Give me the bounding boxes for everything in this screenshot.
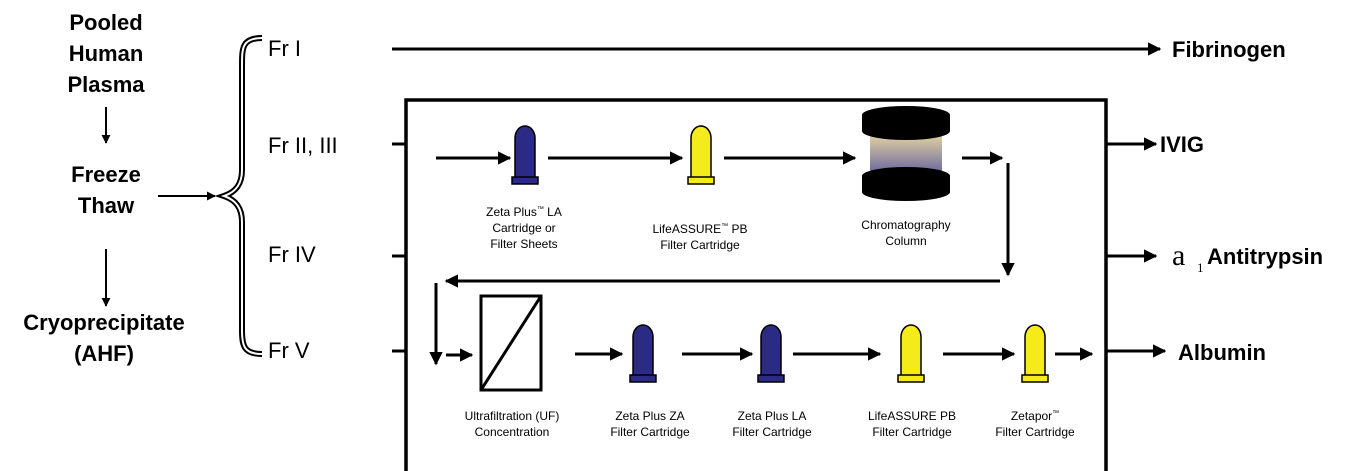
cryo-line2: (AHF) <box>74 341 134 366</box>
row1-item1-line3: Filter Sheets <box>490 237 557 251</box>
row1-item1-line2: Cartridge or <box>492 221 555 235</box>
row1-item2-line1: LifeASSURE™ PB <box>652 222 747 236</box>
source-line3: Plasma <box>67 72 145 97</box>
lifeassure-pb-cartridge-2-icon <box>897 324 925 383</box>
fraction-1-label: Fr I <box>268 36 301 61</box>
row2-item2-line1: Zeta Plus ZA <box>615 409 684 423</box>
row2-item1-line1: Ultrafiltration (UF) <box>465 409 560 423</box>
row1-item3-line1: Chromatography <box>861 218 950 232</box>
freeze-line1: Freeze <box>71 162 141 187</box>
row2-item1-line2: Concentration <box>475 425 550 439</box>
row2-item2-line2: Filter Cartridge <box>610 425 690 439</box>
product-fibrinogen: Fibrinogen <box>1172 37 1286 62</box>
zetapor-cartridge-icon <box>1021 324 1049 383</box>
product-albumin: Albumin <box>1178 340 1266 365</box>
fraction-3-label: Fr IV <box>268 242 316 267</box>
source-line1: Pooled <box>69 10 142 35</box>
product-alpha-sub: 1 <box>1197 260 1204 275</box>
ultrafiltration-icon <box>479 294 543 392</box>
cryo-line1: Cryoprecipitate <box>23 310 184 335</box>
row1-item1-line1: Zeta Plus™ LA <box>486 205 562 219</box>
freeze-line2: Thaw <box>78 193 135 218</box>
zeta-plus-la-cartridge-2-icon <box>757 324 785 383</box>
fraction-4-label: Fr V <box>268 338 310 363</box>
product-ivig: IVIG <box>1160 132 1204 157</box>
row2-item3-line1: Zeta Plus LA <box>738 409 807 423</box>
product-alpha: a <box>1172 239 1185 272</box>
row2-item4-line1: LifeASSURE PB <box>868 409 956 423</box>
product-antitrypsin: Antitrypsin <box>1207 244 1323 269</box>
fraction-2-label: Fr II, III <box>268 133 338 158</box>
chromatography-column-icon <box>862 106 950 201</box>
row1-item3-line2: Column <box>885 234 926 248</box>
row2-item3-line2: Filter Cartridge <box>732 425 812 439</box>
lifeassure-pb-cartridge-icon <box>687 125 715 185</box>
row1-item2-line2: Filter Cartridge <box>660 238 740 252</box>
zeta-plus-la-cartridge-icon <box>511 125 539 185</box>
zeta-plus-za-cartridge-icon <box>629 324 657 383</box>
source-line2: Human <box>69 41 144 66</box>
row2-item5-line2: Filter Cartridge <box>995 425 1075 439</box>
row2-item5-line1: Zetapor™ <box>1011 409 1059 423</box>
row2-item4-line2: Filter Cartridge <box>872 425 952 439</box>
process-box <box>404 98 1108 471</box>
